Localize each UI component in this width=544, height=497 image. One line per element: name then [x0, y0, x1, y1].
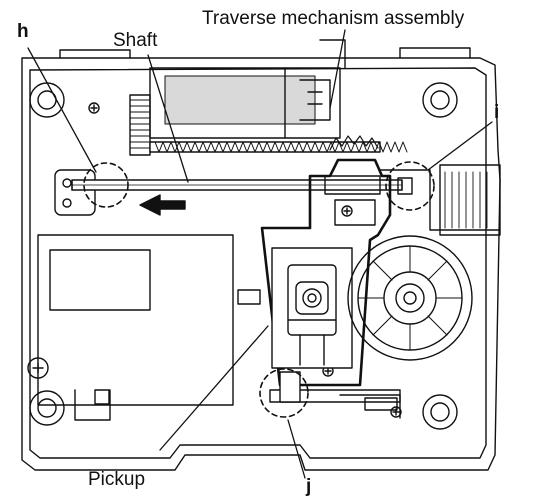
- label-traverse-mechanism: Traverse mechanism assembly: [202, 8, 465, 29]
- left-shaft-holder: [54, 169, 96, 216]
- bottom-rail: [269, 371, 401, 419]
- chassis-frame: [21, 47, 501, 471]
- corner-bosses: [29, 82, 458, 430]
- label-j: j: [306, 476, 312, 497]
- label-pickup: Pickup: [88, 469, 146, 490]
- leader-lines: [27, 29, 493, 479]
- upper-mechanism: [149, 39, 346, 139]
- label-i: i: [494, 102, 500, 123]
- callout-circles: [83, 161, 435, 418]
- lower-plate: [37, 234, 234, 421]
- spring-rack: [149, 135, 408, 153]
- pickup-lens: [237, 247, 353, 369]
- spindle-motor: [347, 235, 473, 361]
- label-h: h: [17, 21, 29, 42]
- label-shaft: Shaft: [113, 30, 158, 51]
- direction-arrow: [139, 194, 186, 216]
- right-connector: [379, 164, 501, 236]
- main-shaft: [71, 179, 403, 191]
- gear-stack: [129, 94, 151, 156]
- pickup-sled: [260, 158, 392, 387]
